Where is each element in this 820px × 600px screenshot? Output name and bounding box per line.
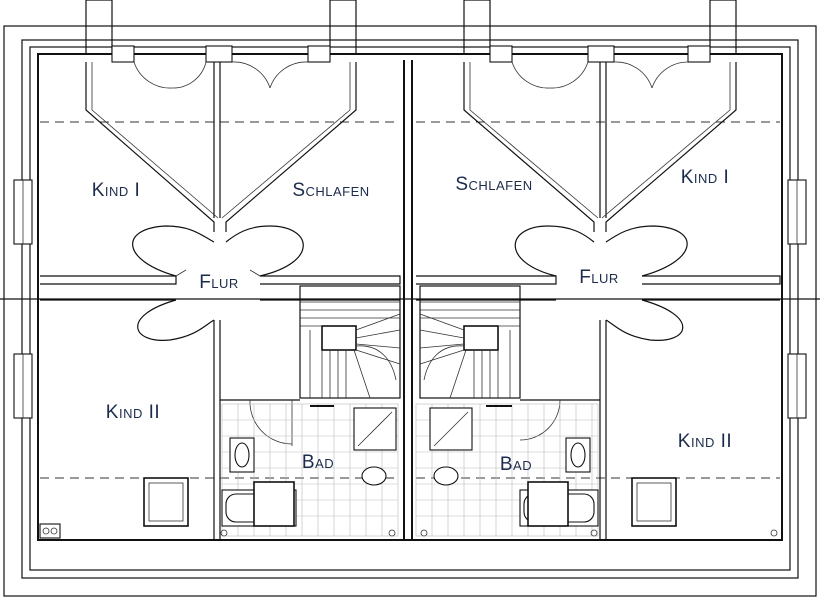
outer-walls (0, 25, 820, 597)
right-bad-label: Bad (500, 454, 532, 475)
left-staircase (299, 285, 401, 399)
right-unit-walls (416, 62, 781, 540)
small-fixtures (39, 523, 778, 539)
left-bad-label: Bad (302, 452, 334, 473)
left-bathroom (221, 403, 399, 537)
left-kind-1-label: Kind I (92, 180, 141, 201)
right-staircase (419, 285, 521, 399)
side-windows (13, 179, 807, 419)
right-kind-1-label: Kind I (681, 167, 730, 188)
right-bathroom (415, 403, 599, 537)
left-flur-label: Flur (199, 272, 239, 293)
roof-dormers (85, 0, 737, 89)
right-schlafen-label: Schlafen (455, 174, 532, 195)
left-schlafen-label: Schlafen (292, 180, 369, 201)
roof-windows (143, 477, 677, 527)
left-unit-walls (40, 62, 401, 540)
left-kind-2-label: Kind II (106, 402, 160, 423)
right-flur-label: Flur (579, 267, 619, 288)
right-kind-2-label: Kind II (678, 431, 732, 452)
